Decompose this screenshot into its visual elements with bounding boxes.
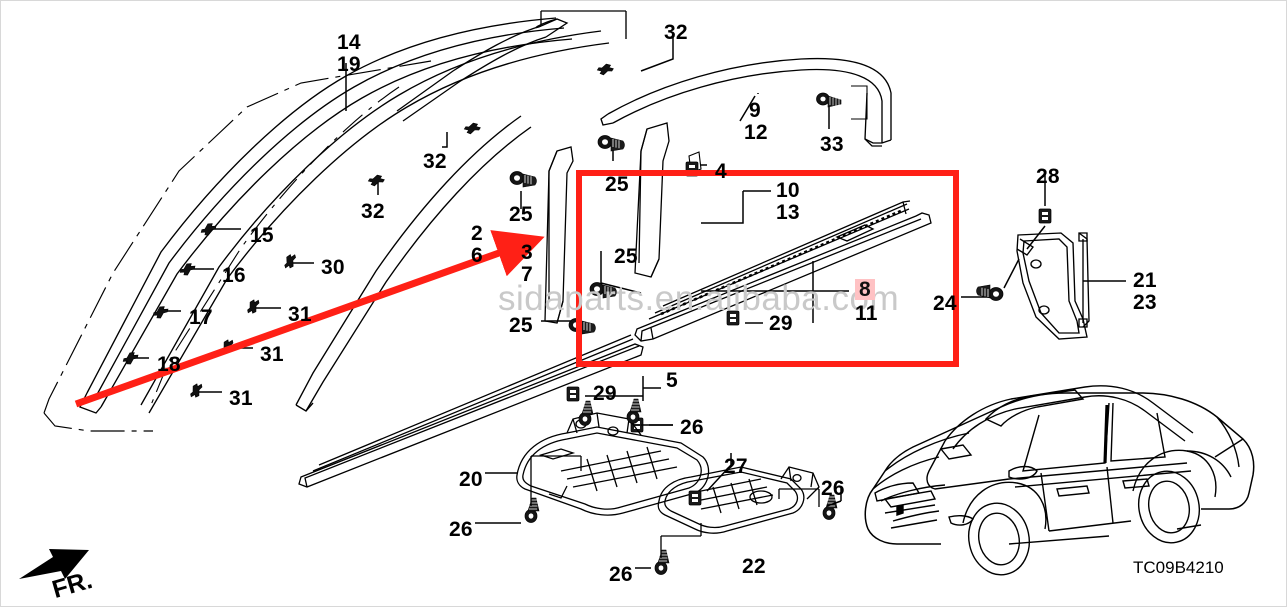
leader-lines-upper	[640, 37, 830, 129]
callout-32-top: 32	[664, 21, 688, 44]
callout-7: 7	[521, 263, 533, 286]
callout-25-b: 25	[509, 203, 533, 226]
leader-lines-left	[131, 63, 448, 393]
callout-31-a: 31	[288, 303, 312, 326]
callout-5: 5	[666, 369, 678, 392]
callout-33: 33	[820, 133, 844, 156]
callout-3: 3	[521, 241, 533, 264]
leader-lines-sill	[475, 424, 842, 569]
callout-15: 15	[250, 224, 274, 247]
callout-17: 17	[189, 306, 213, 329]
callout-10: 10	[776, 179, 800, 202]
sill-cover-20	[516, 412, 710, 516]
callout-31-b: 31	[260, 343, 284, 366]
watermark-text: sidaparts.en.alibaba.com	[498, 279, 900, 318]
bolt-33	[816, 92, 842, 108]
callout-26-c: 26	[449, 518, 473, 541]
callout-8: 8	[855, 279, 875, 300]
callout-2: 2	[471, 222, 483, 245]
callout-19: 19	[337, 53, 361, 76]
callout-24: 24	[933, 292, 957, 315]
callout-25-c: 25	[614, 245, 638, 268]
callout-21: 21	[1133, 269, 1157, 292]
rear-quarter-moulding	[540, 10, 892, 147]
callout-23: 23	[1133, 291, 1157, 314]
callout-20: 20	[459, 468, 483, 491]
highlight-overlay	[74, 170, 959, 408]
callout-18: 18	[157, 353, 181, 376]
callout-26-b: 26	[821, 477, 845, 500]
sill-cover-22	[657, 466, 820, 534]
callout-29-b: 29	[593, 382, 617, 405]
callout-30: 30	[321, 256, 345, 279]
front-direction-arrow-icon	[19, 549, 89, 579]
highlight-arrow	[74, 230, 545, 408]
vehicle-illustration	[864, 385, 1255, 576]
callout-32-left: 32	[361, 200, 385, 223]
leader-lines-quarter	[1003, 173, 1126, 289]
callout-14: 14	[337, 31, 361, 54]
callout-25-d: 25	[509, 314, 533, 337]
callout-22: 22	[742, 555, 766, 578]
belt-moulding-8-11	[634, 200, 932, 342]
callout-11: 11	[855, 302, 878, 325]
callout-12: 12	[744, 121, 768, 144]
callout-4: 4	[715, 160, 727, 183]
callout-6: 6	[471, 244, 483, 267]
callout-26-d: 26	[609, 563, 633, 586]
roof-trim-strip	[396, 18, 569, 122]
diagram-code: TC09B4210	[1133, 558, 1224, 577]
callout-25-a: 25	[605, 173, 629, 196]
callout-28: 28	[1036, 165, 1060, 188]
sash-clip-icons	[120, 62, 615, 401]
callout-9: 9	[749, 99, 761, 122]
callout-13: 13	[776, 201, 800, 224]
callout-32-mid: 32	[423, 150, 447, 173]
callout-31-c: 31	[229, 387, 253, 410]
callout-29-a: 29	[769, 312, 793, 335]
front-door-frame-group	[43, 17, 610, 432]
quarter-garnish-fasteners	[976, 208, 1052, 301]
callout-27: 27	[724, 455, 748, 478]
b-pillar-garnish-group	[544, 122, 702, 324]
highlight-rectangle	[576, 170, 959, 367]
callout-26-a: 26	[680, 416, 704, 439]
callout-16: 16	[222, 264, 246, 287]
